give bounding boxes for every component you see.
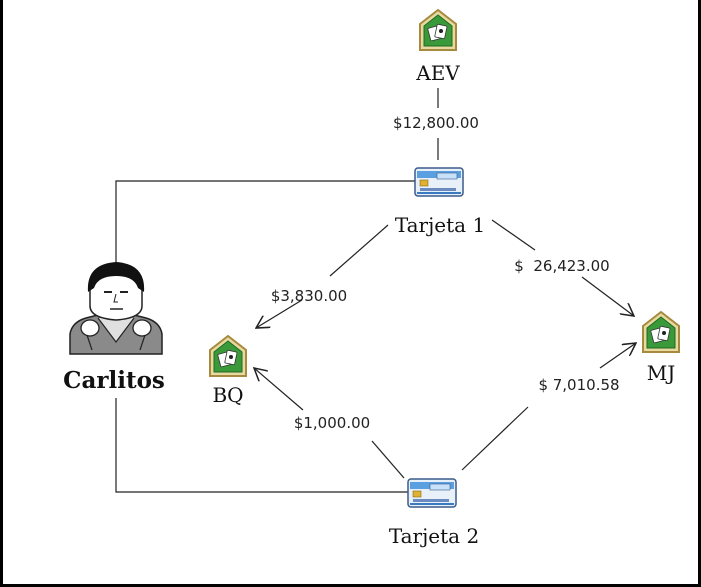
amount-card1-bq: $3,830.00 xyxy=(271,287,347,305)
node-label: MJ xyxy=(647,361,676,385)
amount-card1-aev: $12,800.00 xyxy=(393,114,479,132)
credit-card-icon xyxy=(407,478,457,508)
amount-card1-mj: $ 26,423.00 xyxy=(514,257,609,275)
node-person: Carlitos xyxy=(63,262,165,394)
edge-card1-bq xyxy=(256,224,389,328)
edge-card1-mj xyxy=(491,219,634,316)
node-label: Tarjeta 2 xyxy=(389,524,479,548)
node-label: Carlitos xyxy=(63,367,165,394)
edge-person-card1 xyxy=(115,180,415,262)
merchant-icon xyxy=(209,335,247,377)
merchant-icon xyxy=(642,311,680,353)
node-card1: Tarjeta 1 xyxy=(395,167,485,237)
merchant-icon xyxy=(419,9,457,51)
node-label: BQ xyxy=(212,383,243,407)
node-bq: BQ xyxy=(209,335,247,407)
edge-card2-mj xyxy=(461,343,636,471)
node-label: Tarjeta 1 xyxy=(395,213,485,237)
person-icon xyxy=(69,262,163,355)
node-aev: AEV xyxy=(415,9,460,85)
credit-card-icon xyxy=(414,167,464,197)
edge-card2-bq xyxy=(254,368,405,479)
amount-card2-mj: $ 7,010.58 xyxy=(538,376,619,394)
node-mj: MJ xyxy=(642,311,680,385)
amount-card2-bq: $1,000.00 xyxy=(294,414,370,432)
node-card2: Tarjeta 2 xyxy=(389,478,479,548)
node-label: AEV xyxy=(415,61,460,85)
edge-person-card2 xyxy=(115,398,408,493)
